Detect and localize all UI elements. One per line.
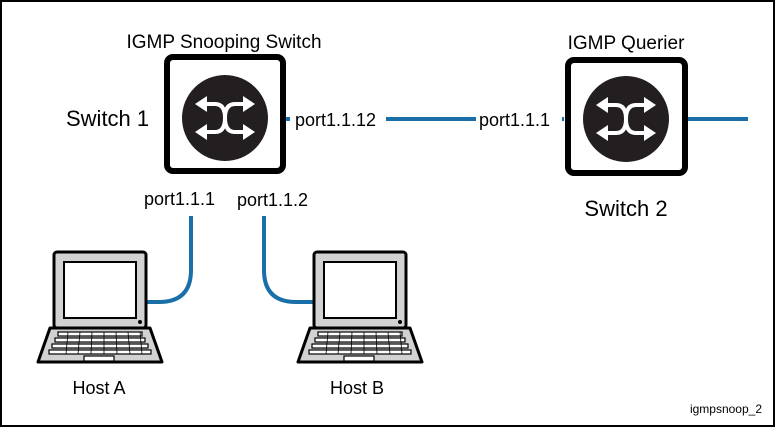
laptop-icon — [296, 250, 424, 364]
host-b-laptop — [296, 250, 424, 364]
switch1-role-label: IGMP Snooping Switch — [126, 32, 321, 53]
host-b-label: Host B — [330, 378, 384, 398]
switch-1 — [164, 54, 286, 174]
switch2-name-label: Switch 2 — [584, 196, 667, 221]
link-switch1-host-a — [142, 216, 193, 304]
port-label-s1-uplink: port1.1.12 — [295, 110, 376, 130]
host-a-label: Host A — [72, 378, 125, 398]
host-a-laptop — [36, 250, 164, 364]
laptop-icon — [36, 250, 164, 364]
switch2-role-label: IGMP Querier — [568, 33, 686, 54]
link-switch1-host-b — [262, 216, 314, 304]
switch1-name-label: Switch 1 — [66, 106, 149, 131]
figure-caption: igmpsnoop_2 — [690, 402, 762, 416]
port-label-s1-host-b: port1.1.2 — [237, 190, 308, 210]
port-label-s1-host-a: port1.1.1 — [144, 189, 215, 209]
port-label-s2-downlink: port1.1.1 — [479, 110, 550, 130]
switch-2 — [565, 57, 688, 176]
